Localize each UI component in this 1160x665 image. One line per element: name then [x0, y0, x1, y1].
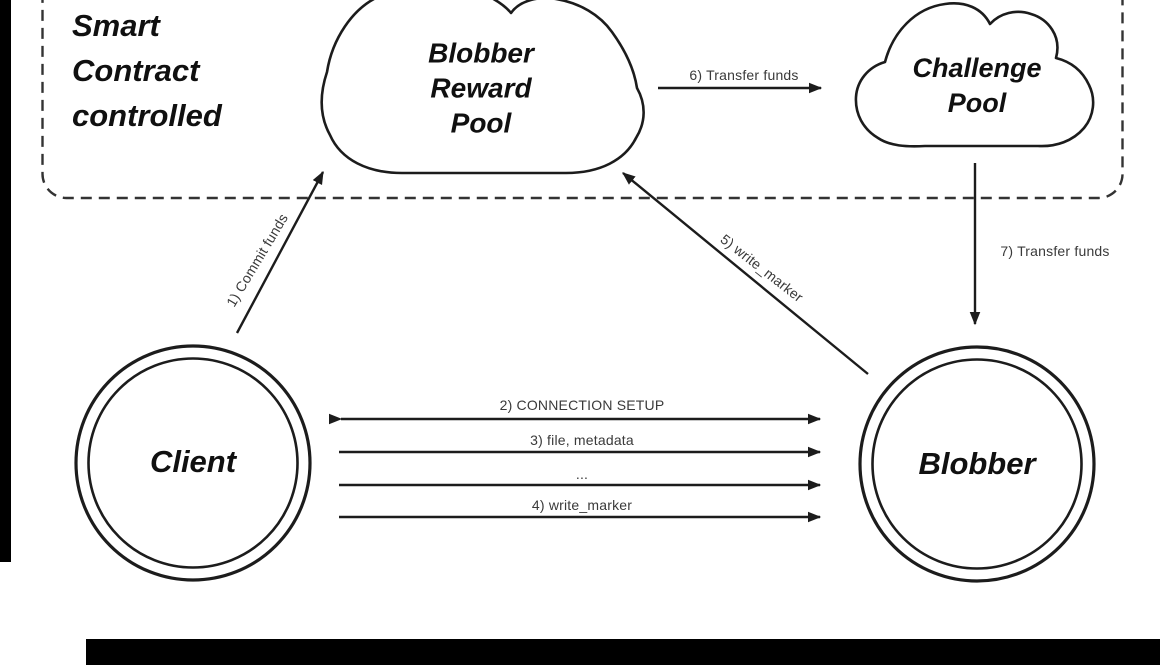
edge-label-connection-setup: 2) CONNECTION SETUP: [499, 397, 665, 413]
edge-label-transfer-funds-6: 6) Transfer funds: [689, 67, 799, 83]
client-node-circle: [74, 344, 312, 582]
arrow-write-marker-5: [622, 172, 869, 375]
client-label: Client: [149, 444, 237, 479]
edge-label-ellipsis: ...: [575, 466, 589, 482]
blobber-node-circle: [858, 345, 1096, 583]
challenge-pool-cloud: [854, 2, 1095, 148]
bottom-matte-bar: [86, 639, 1160, 665]
challenge-pool-label: Challenge Pool: [912, 53, 1042, 118]
blobber-label: Blobber: [918, 446, 1036, 481]
blobber-reward-pool-cloud: [320, 0, 645, 175]
arrow-commit-funds: [235, 170, 325, 334]
edge-label-write-marker-4: 4) write_marker: [531, 497, 633, 513]
smart-contract-label: Smart Contract controlled: [72, 8, 222, 133]
edge-label-file-metadata: 3) file, metadata: [530, 432, 634, 448]
edge-label-transfer-funds-7: 7) Transfer funds: [1000, 243, 1110, 259]
blobber-reward-pool-label: Blobber Reward Pool: [428, 37, 534, 139]
left-matte-bar: [0, 0, 11, 562]
